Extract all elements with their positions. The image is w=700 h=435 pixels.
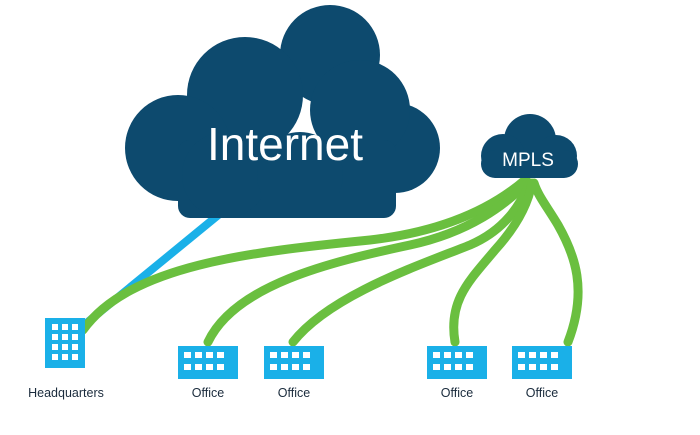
mpls-link-office-4 [529, 178, 583, 347]
mpls-cloud [481, 114, 578, 178]
office-2-label: Office [278, 386, 310, 400]
headquarters-label: Headquarters [28, 386, 104, 400]
building-icon [45, 318, 85, 368]
office-4-label: Office [526, 386, 558, 400]
mpls-label: MPLS [502, 150, 554, 171]
internet-label: Internet [207, 118, 363, 170]
office-icon [427, 346, 487, 379]
office-3-label: Office [441, 386, 473, 400]
mpls-link-headquarters [78, 175, 530, 335]
mpls-link-office-1 [203, 177, 533, 347]
office-1-label: Office [192, 386, 224, 400]
mpls-links [78, 175, 583, 347]
mpls-link-office-2 [288, 178, 535, 347]
office-icon [512, 346, 572, 379]
office-icon [178, 346, 238, 379]
office-icon [264, 346, 324, 379]
internet-cloud [125, 5, 440, 218]
mpls-link-office-3 [449, 178, 537, 347]
